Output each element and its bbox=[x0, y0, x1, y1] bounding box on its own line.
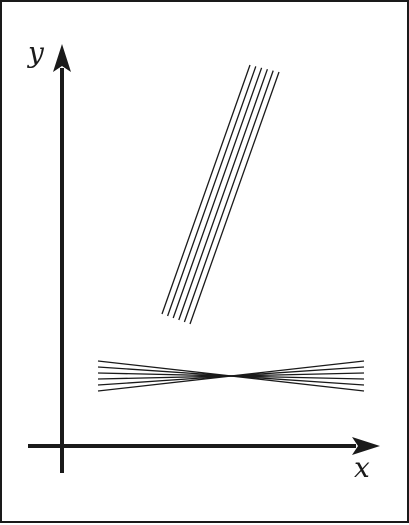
y-axis: y bbox=[26, 36, 71, 473]
x-axis: x bbox=[28, 437, 380, 484]
x-axis-arrowhead bbox=[352, 437, 380, 455]
steep-line-pencil bbox=[161, 64, 280, 325]
steep-line-2 bbox=[166, 66, 257, 317]
shallow-line-pencil bbox=[97, 360, 365, 392]
x-axis-label: x bbox=[354, 451, 370, 484]
steep-line-4 bbox=[178, 68, 269, 321]
steep-line-3 bbox=[172, 67, 263, 319]
y-axis-arrowhead bbox=[53, 44, 71, 72]
shallow-line-6 bbox=[97, 360, 365, 392]
steep-line-6 bbox=[189, 71, 280, 325]
y-axis-label: y bbox=[26, 36, 45, 69]
steep-line-5 bbox=[183, 70, 274, 323]
steep-line-1 bbox=[161, 64, 251, 315]
